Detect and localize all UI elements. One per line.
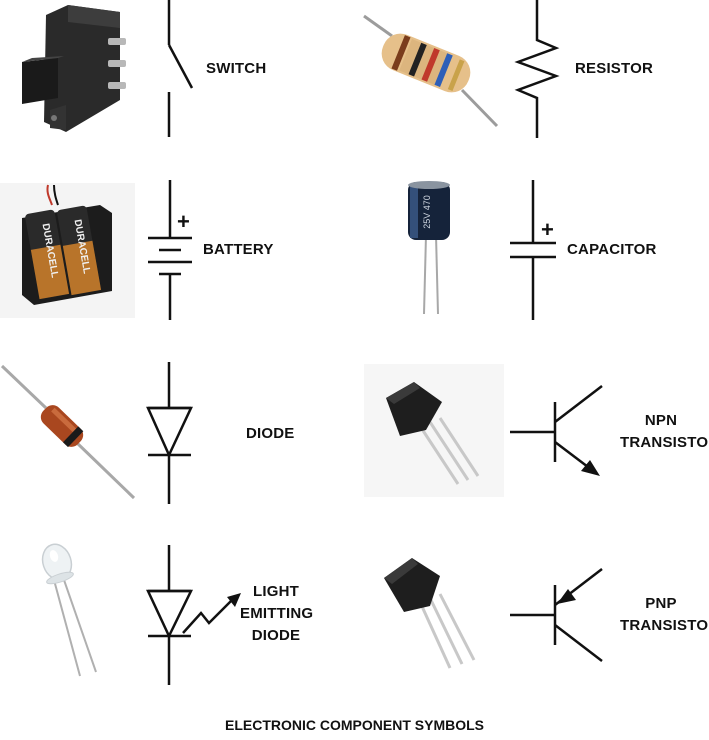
resistor-photo (363, 14, 499, 128)
figure-caption: ELECTRONIC COMPONENT SYMBOLS (224, 717, 484, 733)
capacitor-plus-sign: + (541, 217, 555, 242)
led-photo (41, 543, 97, 677)
capacitor-marking-text: 25V 470 (422, 195, 432, 229)
battery-label: BATTERY (203, 241, 274, 258)
capacitor-photo: 25V 470 (408, 181, 450, 315)
battery-photo: DURACELL DURACELL (0, 183, 135, 318)
pnp-symbol (510, 568, 603, 662)
npn-symbol (510, 385, 603, 476)
capacitor-symbol (510, 180, 556, 320)
npn-photo (364, 364, 504, 497)
capacitor-label: CAPACITOR (567, 241, 657, 258)
switch-label: SWITCH (206, 60, 267, 77)
battery-plus-sign: + (177, 209, 191, 234)
led-label-line1: LIGHT (253, 583, 299, 600)
pnp-label-line2: TRANSISTOR (620, 617, 709, 634)
diode-symbol (146, 362, 193, 504)
pnp-label: PNP TRANSISTOR (620, 593, 709, 637)
pnp-photo (384, 558, 476, 669)
npn-label: NPN TRANSISTOR (620, 410, 709, 454)
led-label: LIGHT EMITTING DIODE (240, 581, 314, 647)
led-symbol (146, 545, 241, 685)
led-label-line2: EMITTING (240, 605, 314, 622)
battery-symbol (148, 180, 192, 320)
resistor-symbol (514, 0, 560, 138)
resistor-label: RESISTOR (575, 60, 654, 77)
pnp-label-line1: PNP (645, 595, 677, 612)
diode-label: DIODE (246, 425, 295, 442)
switch-photo (22, 5, 126, 132)
switch-symbol (167, 0, 194, 137)
led-label-line3: DIODE (251, 627, 301, 644)
npn-label-line2: TRANSISTOR (620, 434, 709, 451)
npn-label-line1: NPN (644, 412, 678, 429)
diode-photo (0, 364, 136, 500)
